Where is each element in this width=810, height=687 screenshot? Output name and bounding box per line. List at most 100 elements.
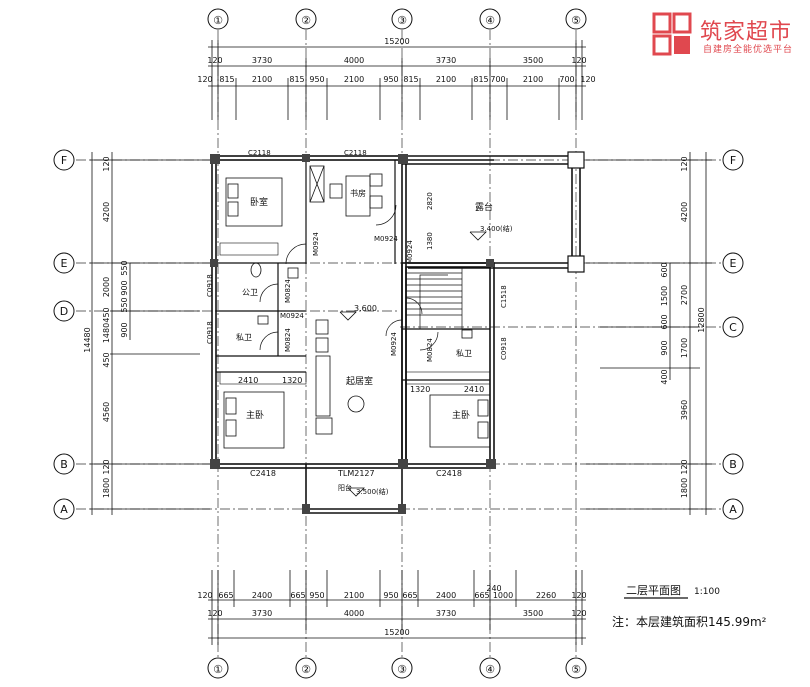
right-dim: 4200	[680, 202, 689, 222]
left-dim: 120	[102, 156, 111, 171]
top-dim: 815	[403, 75, 418, 84]
brand-tagline: 自建房全能优选平台	[703, 45, 794, 55]
room-bedroom: 卧室	[250, 196, 268, 208]
top-dim: 2100	[344, 75, 364, 84]
axis-row-a-right: A	[729, 503, 737, 516]
living-level: 3.600	[354, 304, 377, 313]
top-dimension-lines	[208, 40, 586, 120]
window-c0918-c: C0918	[500, 337, 508, 360]
left-dimension-lines	[90, 152, 210, 515]
top-dimension-text: 15200 120 3730 4000 3730 3500 120 120 81…	[197, 37, 595, 84]
right-dim: 2700	[680, 285, 689, 305]
top-dim: 2100	[252, 75, 272, 84]
window-c0918-b: C0918	[206, 321, 214, 344]
axis-row-f-left: F	[61, 154, 67, 167]
door-m0924-study2: M0924	[374, 235, 398, 243]
bottom-dim: 950	[309, 591, 324, 600]
door-m0824-c: M0824	[426, 338, 434, 362]
bottom-dim: 1000	[493, 591, 513, 600]
axis-labels: ① ② ③ ④ ⑤ ① ② ③ ④ ⑤ F E D B A F E C B A	[60, 14, 737, 676]
bottom-dim: 3500	[523, 609, 543, 618]
left-dim: 4200	[102, 202, 111, 222]
row-axis-lines	[76, 159, 722, 510]
dim-1380: 1380	[426, 232, 434, 250]
left-dim: 550	[120, 260, 129, 275]
door-m0824-b: M0824	[284, 328, 292, 352]
left-dimension-text: 14480 120 4200 2000 450 1480 450 4560 12…	[83, 156, 129, 498]
axis-bubbles-right	[722, 149, 744, 520]
master-left-bed	[223, 391, 285, 449]
right-dim: 120	[680, 156, 689, 171]
right-dim: 600	[660, 314, 669, 329]
bottom-dimension-text: 240 120 665 2400 665 950 2100 950 665 24…	[197, 584, 586, 637]
left-dim: 4560	[102, 402, 111, 422]
area-note: 注：本层建筑面积145.99m²	[612, 614, 767, 629]
top-dim: 950	[309, 75, 324, 84]
bottom-dim: 2100	[344, 591, 364, 600]
door-m0924-study: M0924	[312, 232, 320, 256]
top-dim: 700	[490, 75, 505, 84]
top-dim: 120	[197, 75, 212, 84]
top-dim: 700	[559, 75, 574, 84]
window-c2418-b: C2418	[436, 469, 462, 478]
bottom-dim: 665	[474, 591, 489, 600]
room-master-right: 主卧	[452, 409, 470, 421]
bottom-dim: 120	[207, 609, 222, 618]
right-dim: 600	[660, 262, 669, 277]
left-dim: 120	[102, 459, 111, 474]
room-private-bath-left: 私卫	[236, 333, 252, 342]
level-markers	[339, 231, 487, 497]
right-dimension-text: 12800 120 4200 2700 1700 3960 120 1800 6…	[464, 156, 706, 498]
axis-col-3-top: ③	[397, 14, 407, 27]
window-c2118-a: C2118	[248, 149, 271, 157]
brand-name: 筑家超市	[700, 20, 793, 45]
drawing-title: 二层平面图	[626, 584, 681, 597]
bottom-dim: 2400	[252, 591, 272, 600]
right-dim: 1500	[660, 286, 669, 306]
door-m0824-a: M0824	[284, 279, 292, 303]
bottom-dim: 4000	[344, 609, 364, 618]
study-furniture	[309, 165, 383, 217]
terrace-columns	[567, 151, 585, 273]
dim-1320-right: 1320	[410, 385, 430, 394]
door-m0924-vert: M0924	[406, 240, 414, 264]
room-public-bath: 公卫	[242, 288, 258, 297]
axis-col-1-bottom: ①	[213, 663, 223, 676]
toilets	[250, 262, 473, 339]
right-dim: 400	[660, 369, 669, 384]
axis-bubbles-left	[53, 149, 75, 520]
room-terrace: 露台	[475, 201, 493, 213]
window-c0918-a: C0918	[206, 274, 214, 297]
bottom-dim: 3730	[436, 609, 456, 618]
door-tlm2127: TLM2127	[337, 469, 375, 478]
room-private-bath-right: 私卫	[456, 349, 472, 358]
top-dim: 815	[289, 75, 304, 84]
top-dim: 3730	[252, 56, 272, 65]
bottom-dim: 2400	[436, 591, 456, 600]
title-block: 二层平面图 1:100 注：本层建筑面积145.99m²	[612, 584, 767, 629]
axis-row-c-right: C	[729, 321, 737, 334]
right-dim: 1700	[680, 338, 689, 358]
axis-bubbles-top	[207, 8, 587, 30]
balcony-level: 3.500(结)	[356, 487, 389, 496]
top-dim: 3500	[523, 56, 543, 65]
wardrobes	[219, 242, 491, 385]
terrace-level: 3.400(结)	[480, 224, 513, 233]
axis-col-2-top: ②	[301, 14, 311, 27]
left-dim: 2000	[102, 277, 111, 297]
bottom-dim: 665	[290, 591, 305, 600]
left-dim: 1480	[102, 323, 111, 343]
axis-col-1-top: ①	[213, 14, 223, 27]
left-dim: 900	[120, 280, 129, 295]
top-dim: 815	[219, 75, 234, 84]
door-swings	[259, 204, 439, 351]
right-dim: 120	[680, 459, 689, 474]
axis-row-b-left: B	[60, 458, 68, 471]
top-dim: 3730	[436, 56, 456, 65]
left-dim: 550	[120, 297, 129, 312]
axis-col-5-bottom: ⑤	[571, 663, 581, 676]
right-total-dim: 12800	[697, 307, 706, 332]
door-m0924-mid: M0924	[390, 332, 398, 356]
right-dim: 2410	[464, 385, 484, 394]
axis-col-3-bottom: ③	[397, 663, 407, 676]
